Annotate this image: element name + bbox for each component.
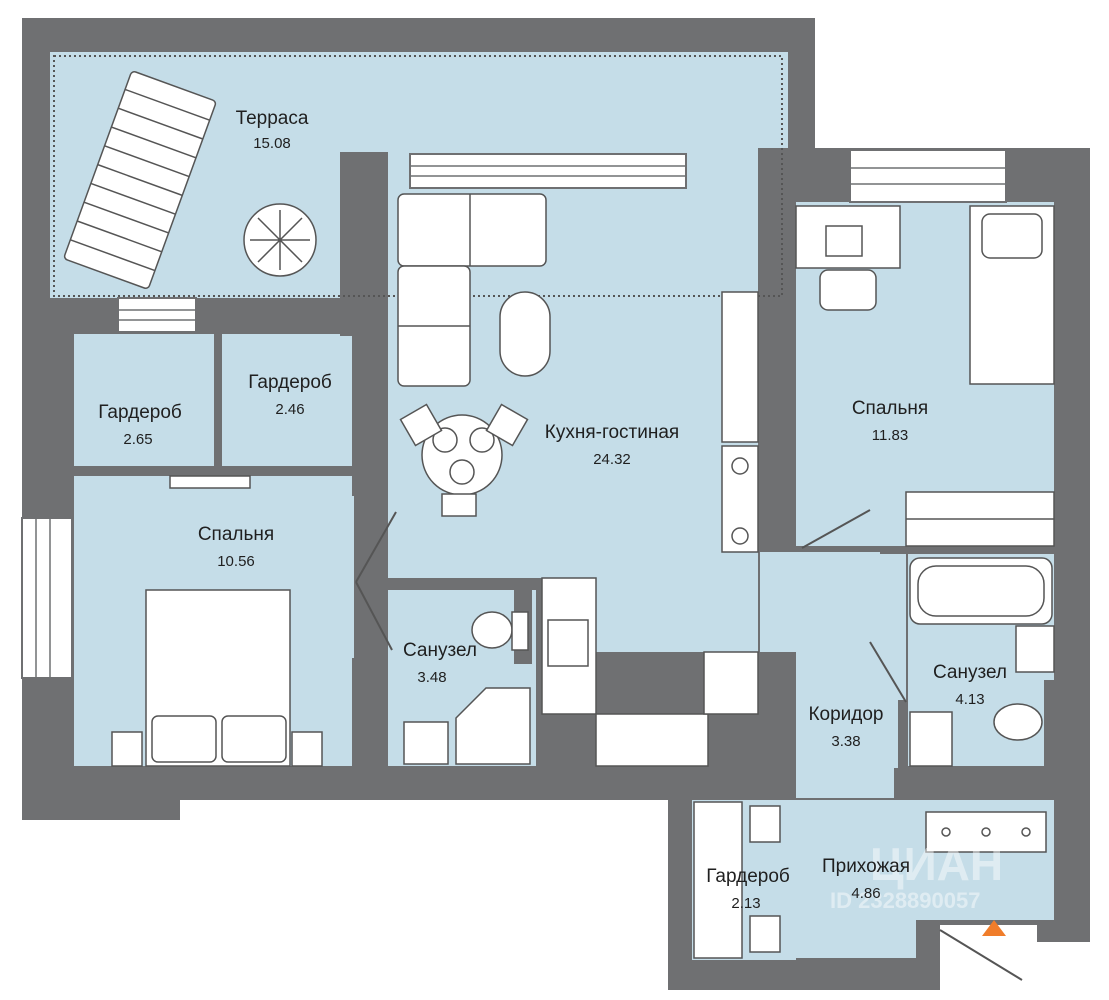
tv-stand-icon	[721, 291, 759, 443]
toilet1-icon	[471, 611, 513, 649]
room-name-wardrobe-2: Гардероб	[248, 372, 332, 393]
windows	[21, 149, 1007, 679]
sink1-icon	[403, 721, 449, 765]
office-chair-icon	[819, 269, 877, 311]
toilet2-icon	[993, 703, 1043, 741]
watermark: ЦИАН ID 2328890057	[830, 838, 1003, 913]
sink2-icon	[1015, 625, 1055, 673]
room-name-bedroom-left: Спальня	[198, 524, 274, 545]
room-name-terrace: Терраса	[236, 108, 309, 129]
shower-icon	[455, 687, 531, 765]
room-area-hall: 4.86	[851, 885, 880, 902]
entrance-triangle-icon	[982, 920, 1006, 936]
room-area-corridor: 3.38	[831, 733, 860, 750]
sun-lounger-icon	[63, 71, 217, 289]
room-area-bedroom-left: 10.56	[217, 553, 255, 570]
room-name-wardrobe-1: Гардероб	[98, 402, 182, 423]
room-name-kitchen: Кухня-гостиная	[545, 422, 679, 443]
room-area-bedroom-right: 11.83	[872, 427, 908, 444]
kitchen-floor-2	[596, 578, 758, 652]
sofa-icon	[397, 193, 547, 387]
room-area-bath-1: 3.48	[417, 669, 446, 686]
room-area-kitchen: 24.32	[593, 451, 631, 468]
room-area-terrace: 15.08	[253, 135, 291, 152]
room-area-wardrobe-2: 2.46	[275, 401, 304, 418]
ward3-shelf-icon	[693, 801, 743, 959]
room-area-bath-2: 4.13	[955, 691, 984, 708]
room-name-corridor: Коридор	[808, 704, 883, 725]
watermark-id: ID 2328890057	[830, 888, 980, 913]
laptop-icon	[825, 225, 863, 257]
room-name-wardrobe-3: Гардероб	[706, 866, 790, 887]
doors	[355, 509, 1023, 981]
room-area-wardrobe-3: 2.13	[731, 895, 760, 912]
rail-icon	[169, 475, 251, 489]
watermark-brand: ЦИАН	[870, 838, 1003, 890]
coffee-table-icon	[499, 291, 551, 377]
ward2-floor	[222, 334, 354, 466]
room-name-hall: Прихожая	[822, 856, 910, 877]
furniture	[63, 71, 1055, 959]
window-lines	[35, 165, 1006, 678]
hall-floor-2	[796, 918, 916, 958]
room-name-bedroom-right: Спальня	[852, 398, 928, 419]
room-name-bath-2: Санузел	[933, 662, 1007, 683]
washer-icon	[909, 711, 953, 767]
ward1-floor	[74, 334, 214, 466]
room-area-wardrobe-1: 2.65	[123, 431, 152, 448]
room-name-bath-1: Санузел	[403, 640, 477, 661]
room-labels: Терраса 15.08 Гардероб 2.65 Гардероб 2.4…	[98, 108, 1007, 912]
